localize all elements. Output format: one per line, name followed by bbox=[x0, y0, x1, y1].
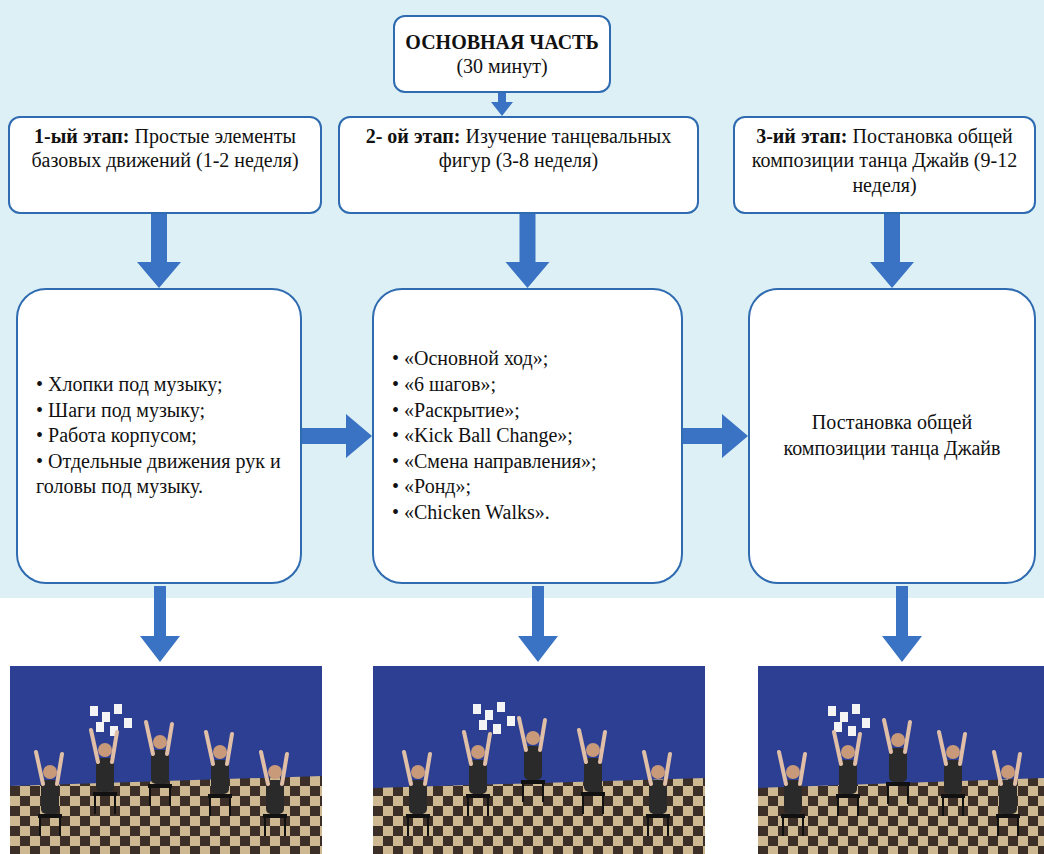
content-box: Постановка общей композиции танца Джайв bbox=[748, 288, 1036, 584]
class-photo bbox=[10, 666, 322, 854]
class-photo bbox=[758, 666, 1044, 854]
block-arrow bbox=[506, 214, 550, 288]
block-arrow bbox=[491, 93, 513, 116]
stage-box: 3-ий этап:Постановка общей композиции та… bbox=[733, 116, 1036, 214]
block-arrow bbox=[870, 214, 914, 288]
node-text: • Шаги под музыку; bbox=[36, 398, 282, 424]
node-text: Постановка общей композиции танца Джайв bbox=[768, 410, 1016, 461]
stage-label: 1-ый этап: bbox=[34, 125, 129, 147]
node-text: • «Раскрытие»; bbox=[392, 398, 663, 424]
block-arrow bbox=[683, 414, 748, 458]
content-box: • Хлопки под музыку;• Шаги под музыку;• … bbox=[16, 288, 302, 584]
stage-box: 2- ой этап:Изучение танцевальных фигур (… bbox=[338, 116, 699, 214]
node-text: • «Chicken Walks». bbox=[392, 500, 663, 526]
node-text: • Работа корпусом; bbox=[36, 423, 282, 449]
node-text: Изучение танцевальных фигур (3-8 неделя) bbox=[439, 125, 672, 171]
node-text: (30 минут) bbox=[405, 54, 599, 78]
node-text: • «Смена направления»; bbox=[392, 449, 663, 475]
node-text: • «Kick Ball Change»; bbox=[392, 423, 663, 449]
stage-label: 3-ий этап: bbox=[756, 125, 847, 147]
class-photo bbox=[373, 666, 705, 854]
node-text: • «Основной ход»; bbox=[392, 346, 663, 372]
node-text: • Отдельные движения рук и головы под му… bbox=[36, 449, 282, 500]
node-text: • «6 шагов»; bbox=[392, 372, 663, 398]
block-arrow bbox=[302, 414, 372, 458]
node-text: • Хлопки под музыку; bbox=[36, 372, 282, 398]
node-text: ОСНОВНАЯ ЧАСТЬ bbox=[405, 30, 599, 54]
block-arrow bbox=[137, 214, 181, 288]
content-box: • «Основной ход»;• «6 шагов»;• «Раскрыти… bbox=[372, 288, 683, 584]
stage-label: 2- ой этап: bbox=[366, 125, 461, 147]
node-text: • «Ронд»; bbox=[392, 474, 663, 500]
header-box: ОСНОВНАЯ ЧАСТЬ(30 минут) bbox=[393, 15, 611, 93]
stage-box: 1-ый этап:Простые элементы базовых движе… bbox=[8, 116, 322, 214]
